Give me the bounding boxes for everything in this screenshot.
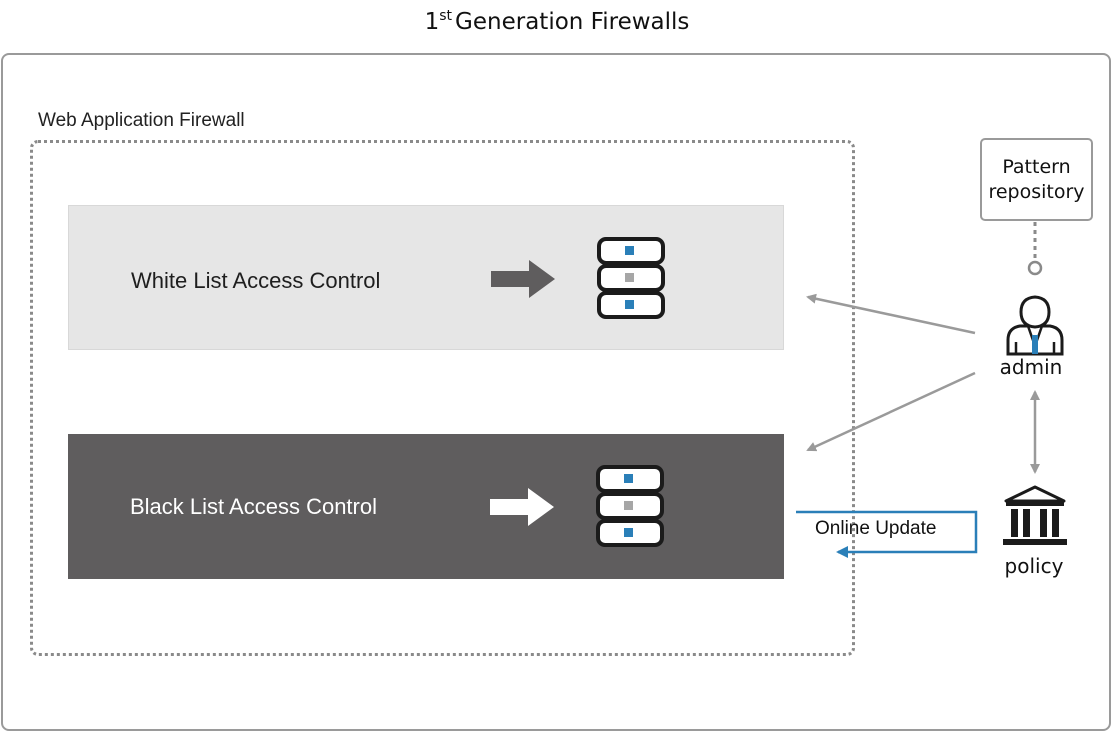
pattern-repository-box: Pattern repository <box>980 138 1093 221</box>
admin-to-white-arrow <box>806 293 976 335</box>
outer-frame <box>1 53 1111 731</box>
title-number: 1 <box>424 9 440 35</box>
policy-label: policy <box>1004 554 1064 578</box>
admin-label: admin <box>999 355 1063 379</box>
right-arrow-icon <box>490 488 554 526</box>
right-arrow-icon <box>491 260 555 298</box>
waf-boundary <box>30 140 855 656</box>
online-update-arrow <box>796 510 978 558</box>
waf-label: Web Application Firewall <box>38 110 245 131</box>
repository-line2: repository <box>988 180 1085 203</box>
institution-building-icon <box>1003 485 1067 545</box>
repository-link-node <box>1027 260 1043 276</box>
server-stack-icon <box>597 237 665 319</box>
black-list-label: Black List Access Control <box>130 494 377 519</box>
server-stack-icon <box>596 465 664 547</box>
title-superscript: st <box>439 8 453 24</box>
online-update-label: Online Update <box>815 518 937 539</box>
title-text: Generation Firewalls <box>455 9 690 35</box>
white-list-panel: White List Access Control <box>68 205 784 350</box>
admin-to-black-arrow <box>806 371 976 452</box>
black-list-panel: Black List Access Control <box>68 434 784 579</box>
admin-person-icon <box>1006 295 1064 356</box>
repository-line1: Pattern <box>1002 155 1071 178</box>
white-list-label: White List Access Control <box>131 268 381 293</box>
